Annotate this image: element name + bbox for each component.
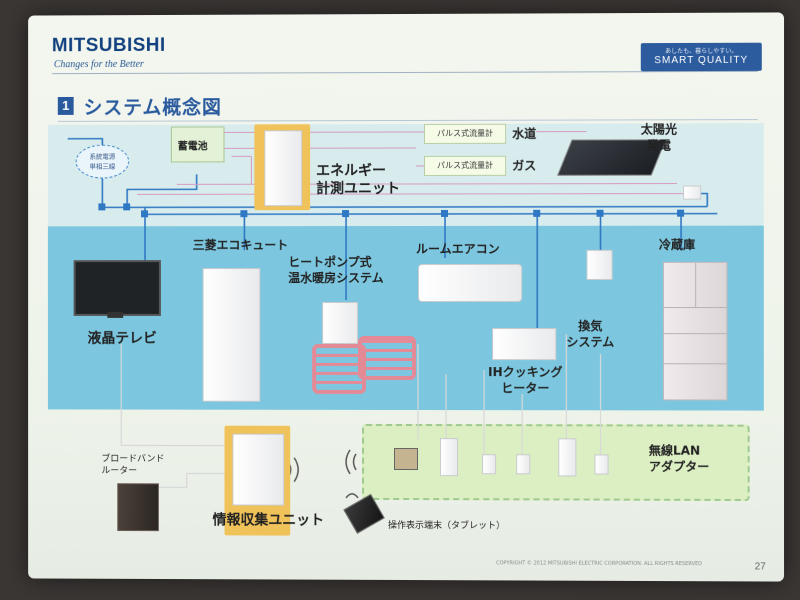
- fridge-icon: [662, 261, 728, 401]
- fridge-label: 冷蔵庫: [658, 237, 696, 252]
- info-unit-device: [232, 433, 285, 506]
- gas-label: ガス: [512, 158, 537, 173]
- aircon-label: ルームエアコン: [416, 241, 500, 256]
- tv-stand: [107, 311, 124, 318]
- copyright-text: COPYRIGHT © 2012 MITSUBISHI ELECTRIC COR…: [496, 560, 703, 568]
- ecocute-label: 三菱エコキュート: [192, 238, 289, 253]
- lan-adapter-icon: [516, 454, 531, 475]
- lan-adapter-icon: [482, 454, 497, 475]
- water-flow-meter: パルス式流量計: [424, 123, 507, 144]
- bus-node: [141, 210, 148, 218]
- floor-heating-icon: [358, 335, 417, 381]
- lcd-tv-icon: [73, 260, 161, 316]
- router-label: ブロードバンド ルーター: [101, 454, 165, 477]
- bus-node: [533, 209, 541, 217]
- tablet-label: 操作表示端末（タブレット）: [388, 520, 506, 532]
- bus-node: [441, 209, 449, 217]
- lan-adapter-icon: [558, 438, 577, 477]
- wireless-adapter-icon: [394, 447, 419, 471]
- storage-battery-label: 蓄電池: [177, 141, 208, 153]
- power-conditioner-icon: [683, 185, 702, 200]
- ih-cooker-icon: [492, 328, 557, 361]
- bus-node: [342, 210, 350, 218]
- bus-node: [123, 203, 131, 211]
- energy-unit-label: エネルギー 計測ユニット: [316, 163, 401, 198]
- ih-cooker-label: IHクッキング ヒーター: [488, 365, 563, 396]
- info-unit-label: 情報収集ユニット: [212, 512, 325, 529]
- router-icon: [117, 483, 159, 532]
- presentation-slide: MITSUBISHI Changes for the Better あしたも、暮…: [28, 12, 785, 582]
- storage-battery: 蓄電池: [170, 126, 225, 163]
- water-label: 水道: [512, 126, 537, 141]
- solar-label: 太陽光 発電: [640, 122, 678, 153]
- bus-node: [596, 209, 604, 217]
- heatpump-label: ヒートポンプ式 温水暖房システム: [288, 255, 384, 286]
- grid-power-label: 系統電源 単相三線: [75, 144, 130, 179]
- bus-node: [240, 210, 248, 218]
- ventilation-label: 換気 システム: [566, 319, 615, 350]
- ventilation-icon: [586, 249, 613, 280]
- heatpump-unit-icon: [322, 301, 359, 344]
- ecocute-icon: [202, 268, 261, 402]
- energy-measurement-unit: [254, 124, 311, 211]
- lan-adapter-icon: [440, 438, 459, 477]
- tv-label: 液晶テレビ: [87, 330, 157, 347]
- bus-node: [98, 203, 106, 211]
- lan-adapter-label: 無線LAN アダプター: [648, 443, 710, 474]
- aircon-icon: [418, 263, 523, 303]
- bus-node: [677, 209, 685, 217]
- energy-unit-device: [264, 130, 303, 207]
- gas-flow-meter: パルス式流量計: [424, 155, 507, 176]
- page-number: 27: [754, 561, 766, 573]
- lan-adapter-icon: [594, 454, 609, 475]
